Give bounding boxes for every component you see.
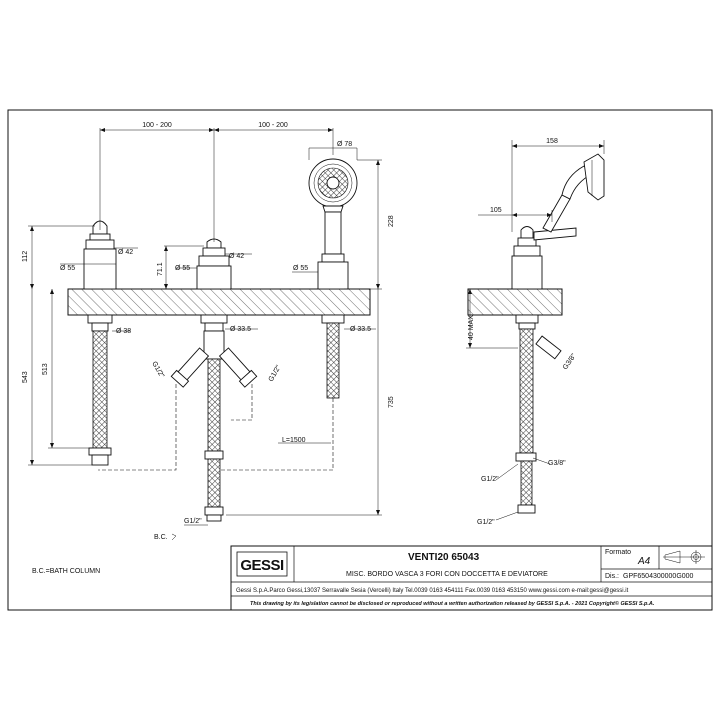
dis-label: Dis.: [605,573,619,580]
front-view: 100 - 200 100 - 200 Ø 78 228 112 Ø 55 Ø … [22,122,395,541]
gessi-logo-text: GESSI [240,557,284,574]
side-dim-g12-a: G1/2" [481,476,499,483]
center-spout [170,238,258,522]
dim-543: 543 [22,371,29,383]
format-value: A4 [637,556,651,567]
deck-section [67,288,371,316]
bc-marker: B.C. [154,534,168,541]
dim-mid-33: Ø 33.5 [230,326,251,333]
dim-513: 513 [42,363,49,375]
dim-right-body-55: Ø 55 [293,265,308,272]
product-code: VENTI20 65043 [408,552,480,563]
dim-left-body-55: Ø 55 [60,265,75,272]
side-view: 158 105 40 MAX G3/8" G3/8" G1/2" G1/2" [466,138,605,526]
dim-hose-length: L=1500 [282,437,306,444]
handshower-holder [308,158,358,399]
dim-112: 112 [22,251,29,262]
dim-outlet-right: G1/2" [268,364,283,383]
side-dim-g38-fitting: G3/8" [548,460,566,467]
dim-head-diameter: Ø 78 [337,141,352,148]
dim-inlet-bottom: G1/2" [184,518,202,525]
dim-71: 71.1 [157,262,164,276]
bc-legend: B.C.=BATH COLUMN [32,568,100,575]
product-description: MISC. BORDO VASCA 3 FORI CON DOCCETTA E … [346,571,548,578]
sheet-frame [7,109,713,611]
dim-spacing-right: 100 - 200 [258,122,288,129]
dim-228: 228 [388,215,395,227]
projection-symbol-icon [663,550,705,564]
side-dim-158: 158 [546,138,558,145]
company-address: Gessi S.p.A.Parco Gessi,13037 Serravalle… [236,588,629,594]
dim-left-body-42: Ø 42 [118,249,133,256]
side-dim-g12-b: G1/2" [477,519,495,526]
left-valve [83,220,117,466]
side-dim-105: 105 [490,207,502,214]
dim-right-33: Ø 33.5 [350,326,371,333]
title-block: GESSI VENTI20 65043 MISC. BORDO VASCA 3 … [230,545,713,611]
dim-mid-body-42: Ø 42 [229,253,244,260]
copyright-notice: This drawing by its legislation cannot b… [250,600,655,607]
dim-735: 735 [388,396,395,408]
dis-value: GPF6504300000G000 [623,573,694,580]
gessi-logo [236,551,288,577]
dim-38: Ø 38 [116,328,131,335]
side-dim-g38-outlet: G3/8" [562,352,578,371]
dim-outlet-left: G1/2" [150,361,165,380]
dim-spacing-left: 100 - 200 [142,122,172,129]
side-deck-section [467,288,563,316]
dim-mid-body-55: Ø 55 [175,265,190,272]
format-label: Formato [605,549,631,556]
side-dim-40max: 40 MAX [468,315,475,340]
